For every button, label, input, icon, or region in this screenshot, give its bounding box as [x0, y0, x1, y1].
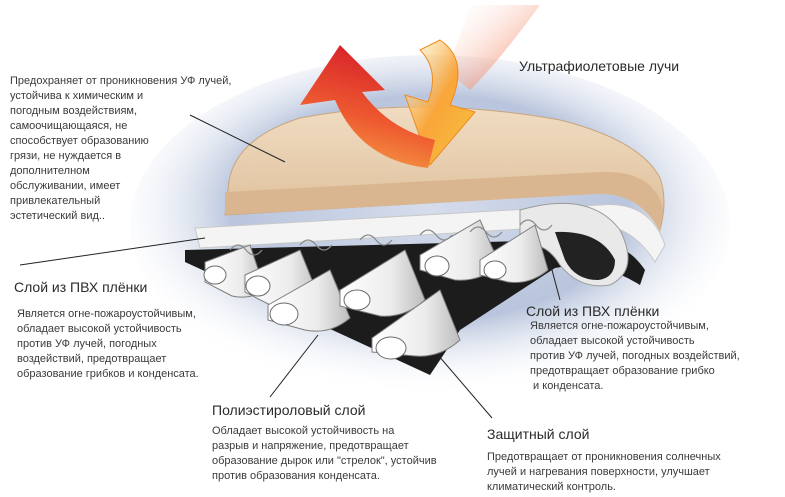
polyester-line: против образования конденсата. — [212, 470, 380, 482]
pvc-left-line: образование грибков и конденсата. — [17, 368, 199, 380]
pvc-right-line: против УФ лучей, погодных воздействий, — [530, 350, 740, 362]
top-layer-line: обслуживании, имеет — [10, 180, 121, 192]
top-layer-line: способствует образованию — [10, 135, 149, 147]
top-layer-line: дополнителном — [10, 165, 90, 177]
pvc-right-description: Является огне-пожароустойчивым, обладает… — [530, 319, 740, 394]
top-layer-line: самоочищающаяся, не — [10, 120, 128, 132]
protective-line: лучей и нагревания поверхности, улучшает — [487, 466, 710, 478]
pvc-right-heading: Слой из ПВХ плёнки — [526, 303, 660, 319]
top-layer-line: Предохраняет от проникновения УФ лучей, — [10, 75, 232, 87]
pvc-right-line: и конденсата. — [530, 380, 604, 392]
pvc-left-line: Является огне-пожароустойчивым, — [17, 308, 196, 320]
pvc-left-line: воздействий, предотвращает — [17, 353, 167, 365]
pvc-left-line: обладает высокой устойчивость — [17, 323, 182, 335]
tube-ends — [203, 255, 507, 360]
uv-rays-heading: Ультрафиолетовые лучи — [519, 58, 680, 74]
polyester-heading: Полиэстироловый слой — [212, 402, 366, 418]
pvc-right-line: обладает высокой устойчивость — [530, 335, 695, 347]
top-layer-line: погодным воздействиям, — [10, 105, 138, 117]
top-layer-line: эстетический вид.. — [10, 210, 105, 222]
uv-incoming-streak — [445, 5, 540, 90]
pvc-left-description: Является огне-пожароустойчивым, обладает… — [17, 307, 199, 382]
curl-dark — [555, 231, 615, 280]
pvc-right-line: Является огне-пожароустойчивым, — [530, 320, 709, 332]
uv-incoming-arrow — [404, 39, 476, 166]
polyester-line: образование дырок или "стрелок", устойчи… — [212, 455, 437, 467]
pvc-left-line: против УФ лучей, погодных — [17, 338, 157, 350]
protective-line: Предотвращает от проникновения солнечных — [487, 451, 721, 463]
pvc-left-heading: Слой из ПВХ плёнки — [14, 279, 148, 295]
polyester-line: Обладает высокой устойчивость на — [212, 425, 395, 437]
leader-lines — [19, 114, 561, 419]
pvc-right-line: предотвращает образование грибко — [530, 365, 715, 377]
protective-description: Предотвращает от проникновения солнечных… — [487, 450, 721, 495]
top-layer-line: привлекательный — [10, 195, 101, 207]
polyester-line: разрыв и напряжение, предотвращает — [212, 440, 409, 452]
top-pvc-edge — [225, 171, 663, 232]
top-layer-description: Предохраняет от проникновения УФ лучей, … — [10, 74, 231, 224]
protective-heading: Защитный слой — [487, 426, 590, 442]
top-layer-line: грязи, не нуждается в — [10, 150, 122, 162]
stitch-threads — [229, 219, 553, 256]
polyester-description: Обладает высокой устойчивость на разрыв … — [212, 424, 437, 484]
protective-line: климатический контроль. — [487, 481, 616, 493]
top-layer-line: устойчива к химическим и — [10, 90, 144, 102]
uv-reflected-arrow — [300, 45, 435, 168]
